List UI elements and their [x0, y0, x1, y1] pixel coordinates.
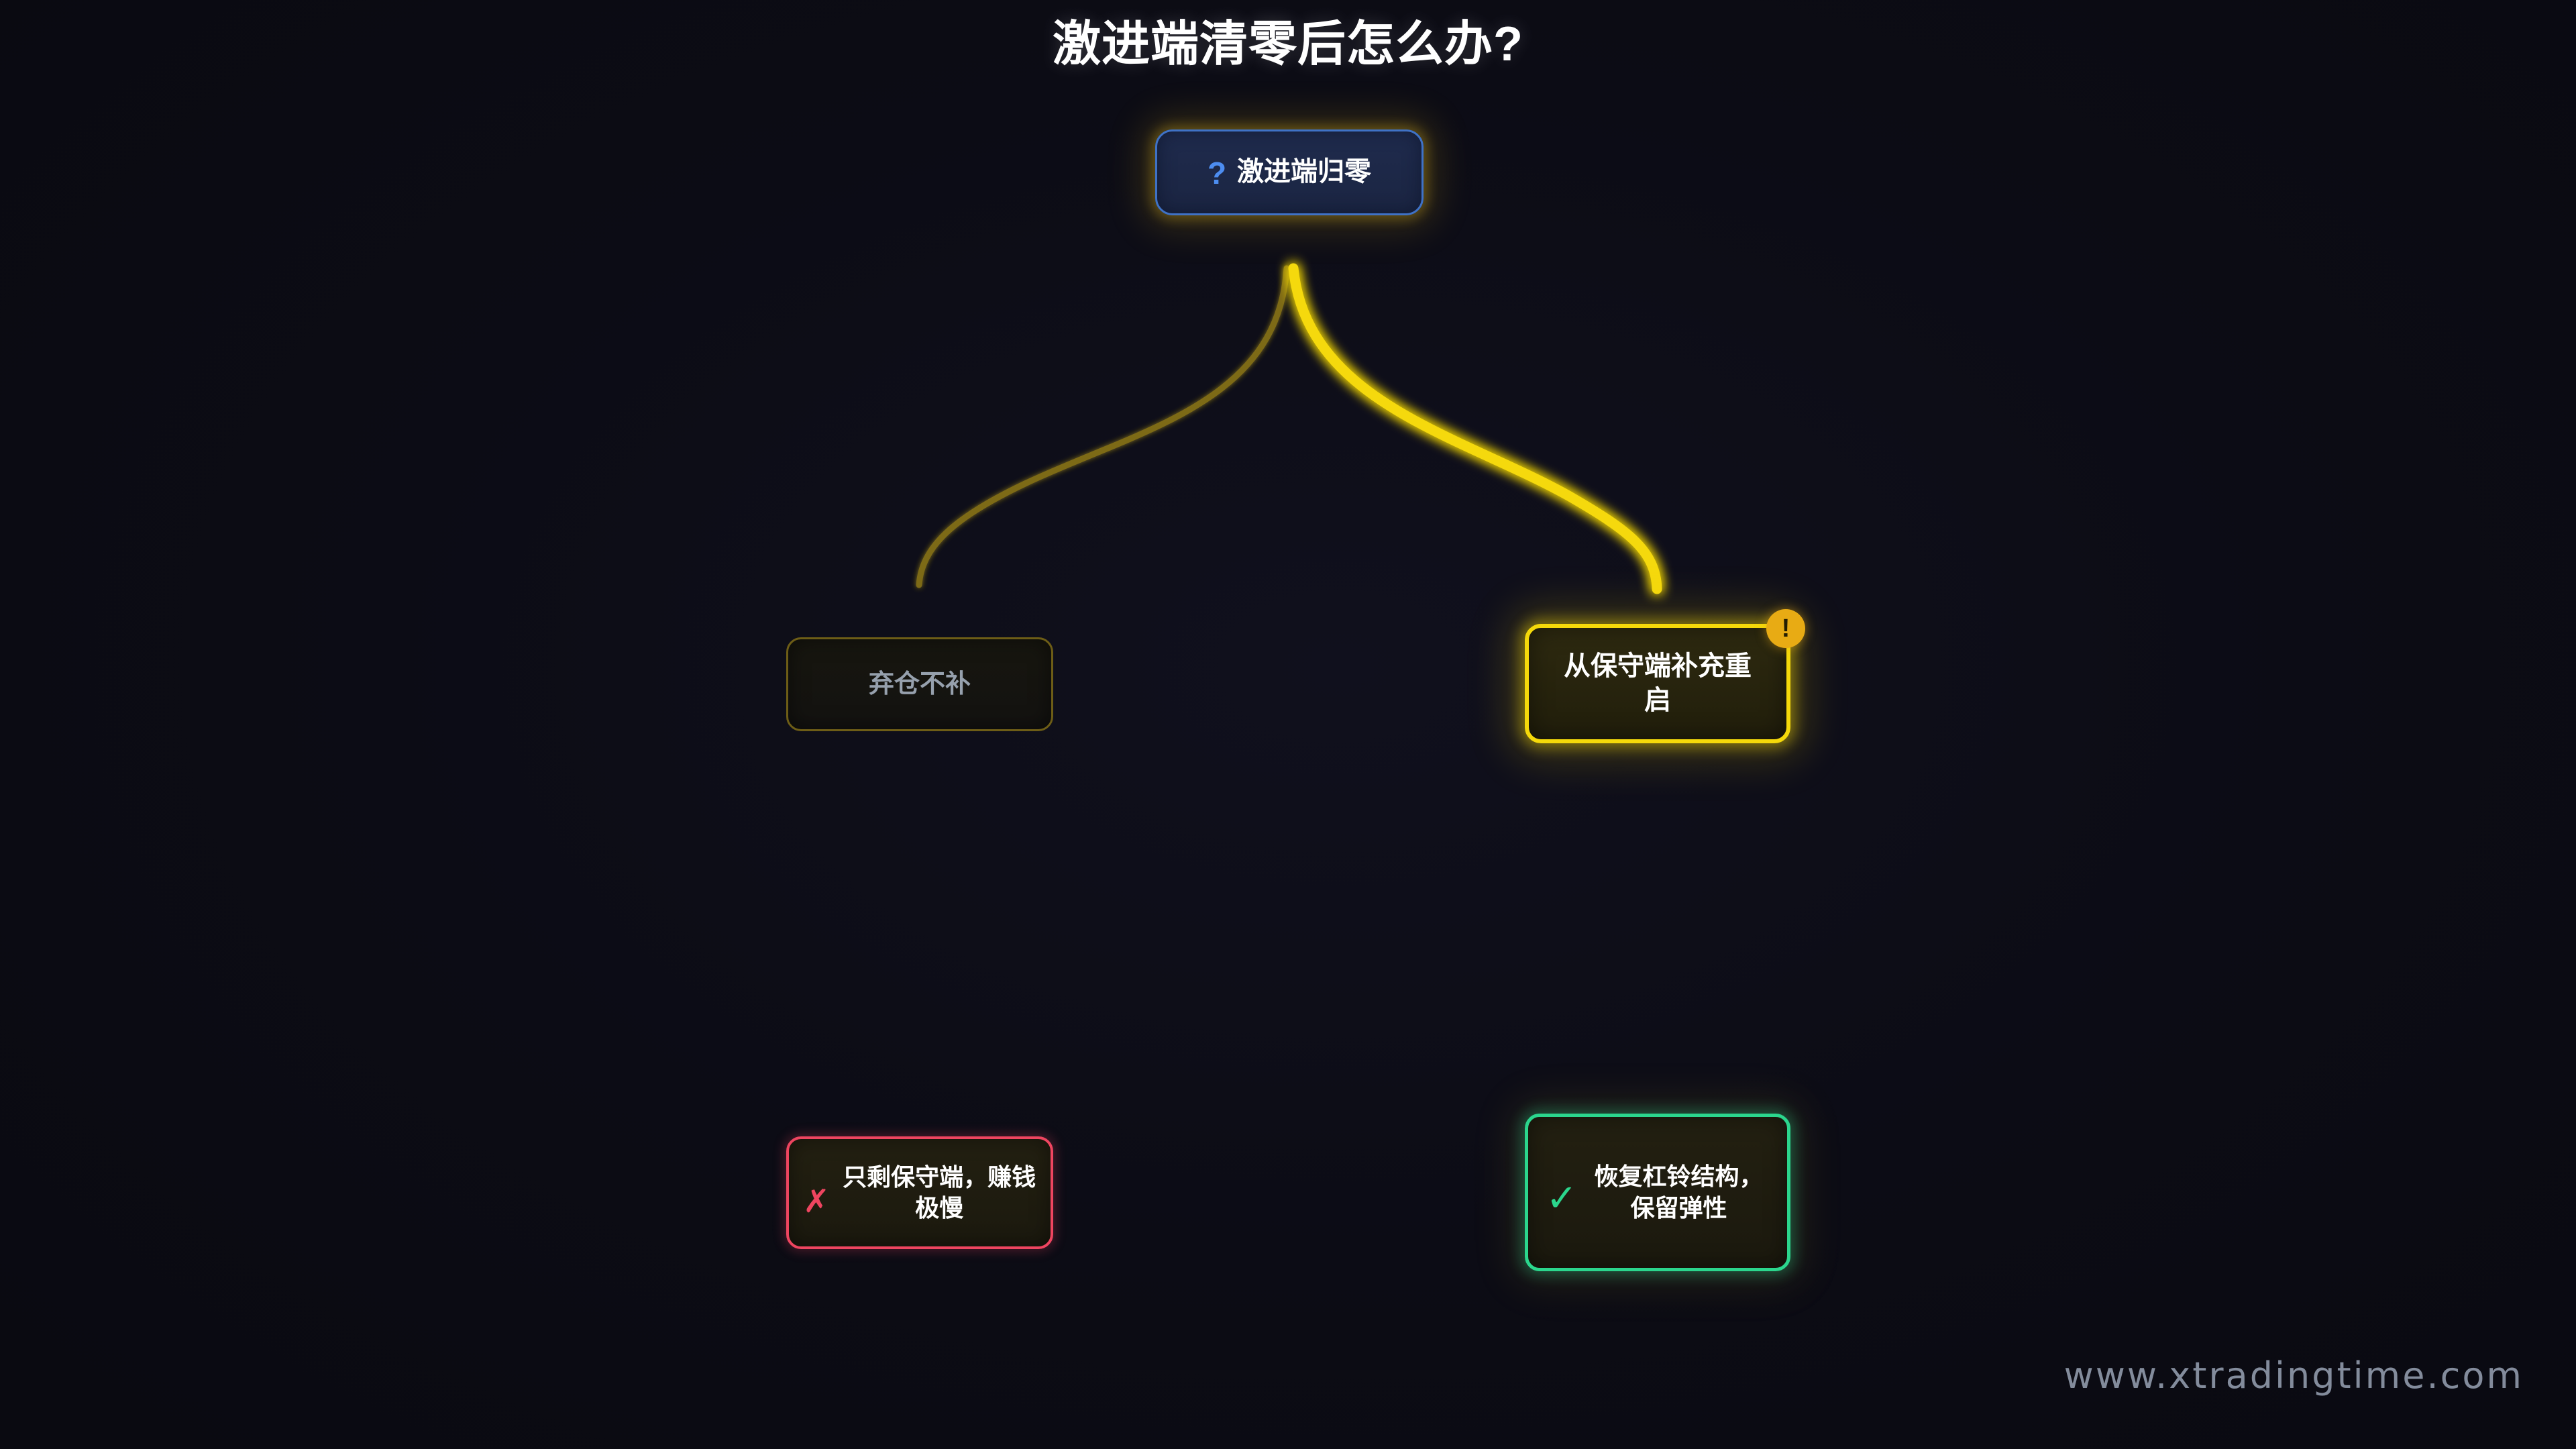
node-outcome-left-label: 只剩保守端，赚钱极慢 — [843, 1163, 1036, 1222]
question-mark-icon: ? — [1207, 156, 1227, 191]
check-mark-icon: ✓ — [1546, 1176, 1578, 1219]
node-refill-from-conservative[interactable]: 从保守端补充重启 ! — [1525, 609, 1805, 743]
node-root-label: 激进端归零 — [1237, 157, 1372, 187]
exclamation-icon: ! — [1766, 609, 1805, 648]
node-outcome-right-label: 恢复杠铃结构，保留弹性 — [1594, 1163, 1764, 1222]
edge-root-to-mid-left — [916, 265, 1290, 588]
node-mid-right-label: 从保守端补充重启 — [1564, 651, 1752, 715]
site-watermark: www.xtradingtime.com — [2063, 1354, 2524, 1397]
cross-mark-icon: ✗ — [802, 1184, 830, 1220]
node-outcome-slow-profit[interactable]: ✗ 只剩保守端，赚钱极慢 — [786, 1136, 1053, 1249]
node-root[interactable]: ? 激进端归零 — [1155, 129, 1424, 215]
page-title: 激进端清零后怎么办? — [1053, 17, 1523, 71]
edge-root-to-mid-right — [1288, 263, 1662, 594]
node-mid-left-label: 弃仓不补 — [868, 669, 971, 698]
node-outcome-restore-barbell[interactable]: ✓ 恢复杠铃结构，保留弹性 — [1525, 1114, 1790, 1271]
node-abandon-no-refill[interactable]: 弃仓不补 — [786, 637, 1053, 731]
